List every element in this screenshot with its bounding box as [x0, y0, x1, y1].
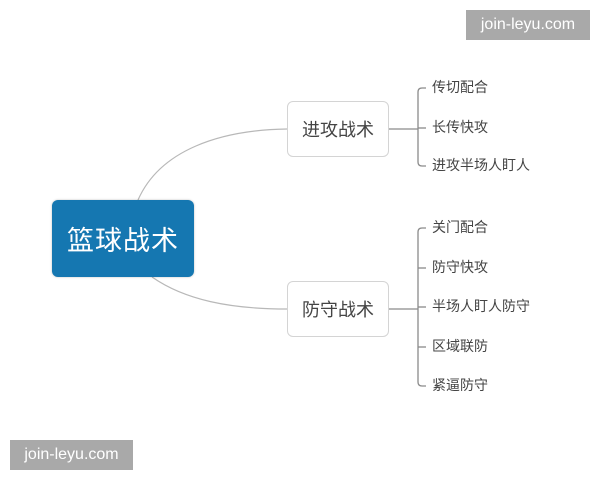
leaf-node[interactable]: 区域联防 — [432, 339, 488, 355]
attack-bracket — [389, 87, 426, 167]
leaf-node[interactable]: 传切配合 — [432, 80, 488, 96]
branch-node-defense[interactable]: 防守战术 — [287, 281, 389, 337]
defense-bracket — [389, 227, 426, 387]
watermark-bottom-left: join-leyu.com — [10, 440, 133, 470]
leaf-node[interactable]: 关门配合 — [432, 220, 488, 236]
branch-node-attack[interactable]: 进攻战术 — [287, 101, 389, 157]
watermark-top-right: join-leyu.com — [466, 10, 590, 40]
leaf-node[interactable]: 进攻半场人盯人 — [432, 158, 530, 174]
root-node[interactable]: 篮球战术 — [52, 200, 194, 277]
root-to-attack-link — [137, 128, 288, 201]
leaf-node[interactable]: 长传快攻 — [432, 120, 488, 136]
root-to-defense-link — [151, 276, 288, 310]
leaf-node[interactable]: 防守快攻 — [432, 260, 488, 276]
leaf-node[interactable]: 紧逼防守 — [432, 378, 488, 394]
leaf-node[interactable]: 半场人盯人防守 — [432, 299, 530, 315]
